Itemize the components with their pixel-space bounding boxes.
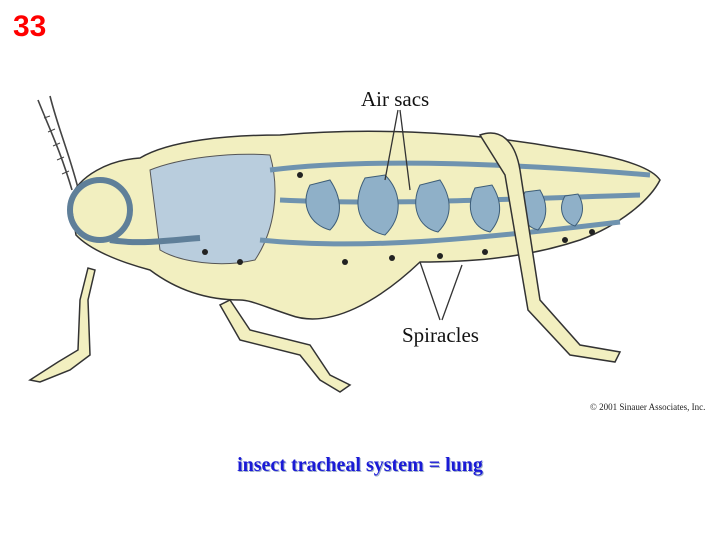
slide-number: 33 bbox=[13, 10, 47, 43]
spiracles-label: Spiracles bbox=[402, 323, 479, 347]
head-trachea bbox=[67, 177, 201, 246]
air-sac-shapes bbox=[305, 174, 583, 236]
thorax-section bbox=[149, 153, 276, 265]
legs bbox=[28, 132, 622, 393]
grasshopper-illustration bbox=[28, 95, 661, 393]
air-sacs-label: Air sacs bbox=[361, 87, 430, 111]
copyright-notice: © 2001 Sinauer Associates, Inc. bbox=[590, 402, 706, 412]
leader-lines bbox=[384, 109, 463, 321]
slide-caption: insect tracheal system = lung bbox=[237, 454, 483, 476]
antenna-segments bbox=[43, 115, 70, 175]
antennae bbox=[37, 95, 79, 191]
